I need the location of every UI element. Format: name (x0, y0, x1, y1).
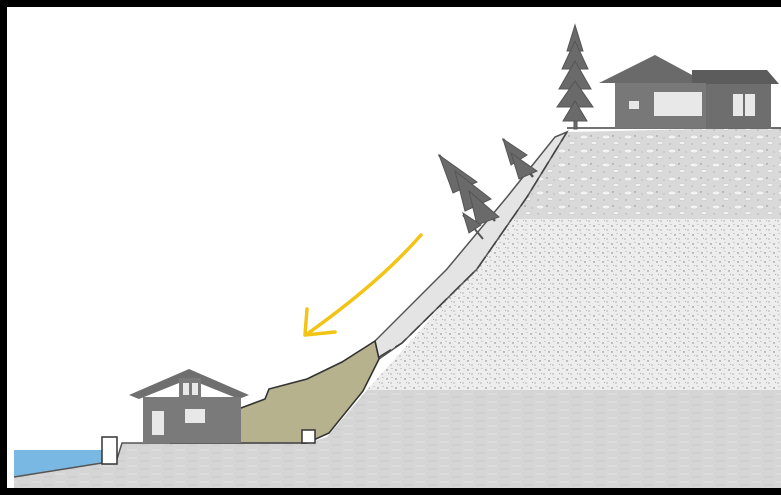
small-bulkhead (302, 430, 315, 443)
landslide-diagram (7, 7, 781, 495)
falling-tree-large (439, 155, 499, 225)
falling-tree-small (503, 139, 537, 179)
bulkhead-post (102, 437, 117, 464)
lower-house (129, 369, 249, 443)
tall-tree (557, 25, 593, 129)
upper-house (599, 55, 779, 128)
